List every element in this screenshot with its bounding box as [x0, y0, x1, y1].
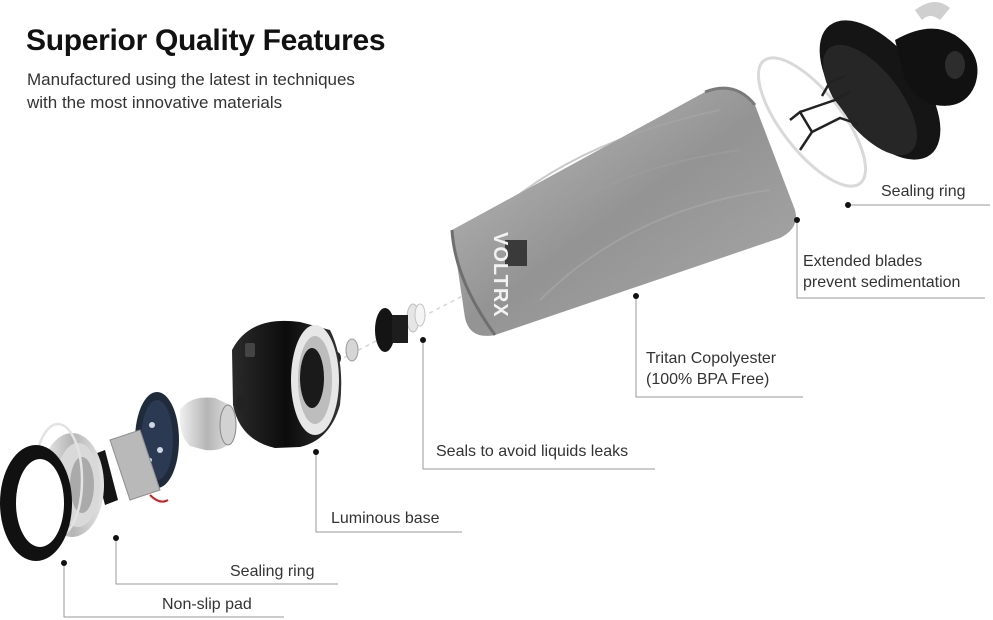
lid: [819, 1, 978, 160]
brand-logo: VOLTRX: [489, 232, 511, 318]
leader-lines: [63, 204, 990, 618]
leader-extended-blades: [796, 220, 985, 299]
leader-luminous-base: [315, 452, 462, 533]
label-tritan: Tritan Copolyester (100% BPA Free): [646, 348, 776, 390]
seal-parts: [333, 303, 426, 364]
label-tritan-line-2: (100% BPA Free): [646, 371, 770, 388]
label-luminous-base: Luminous base: [331, 510, 440, 527]
non-slip-pad: [0, 445, 72, 561]
leader-seals: [422, 340, 655, 470]
leader-sealing-ring-bottom: [115, 538, 338, 585]
subtitle-line-2: with the most innovative materials: [27, 93, 283, 112]
label-sealing-ring-top: Sealing ring: [881, 183, 966, 200]
motor: [179, 396, 244, 451]
label-extended-blades: Extended blades prevent sedimentation: [803, 251, 960, 293]
luminous-base: [232, 320, 342, 448]
page-subtitle: Manufactured using the latest in techniq…: [27, 68, 355, 114]
label-tritan-line-1: Tritan Copolyester: [646, 350, 777, 367]
label-seals: Seals to avoid liquids leaks: [436, 443, 629, 460]
label-extended-blades-line-1: Extended blades: [803, 253, 923, 270]
leader-dots: [61, 202, 851, 566]
label-extended-blades-line-2: prevent sedimentation: [803, 274, 961, 291]
label-sealing-ring-bottom: Sealing ring: [230, 563, 315, 580]
label-non-slip-pad: Non-slip pad: [162, 596, 252, 613]
page-title: Superior Quality Features: [26, 24, 386, 57]
tritan-cup: VOLTRX: [450, 86, 796, 336]
leader-tritan: [635, 296, 803, 398]
battery: [109, 429, 169, 503]
leader-non-slip-pad: [63, 563, 284, 618]
top-sealing-ring: [756, 56, 868, 188]
subtitle-line-1: Manufactured using the latest in techniq…: [27, 70, 355, 89]
extended-blades: [789, 74, 859, 151]
